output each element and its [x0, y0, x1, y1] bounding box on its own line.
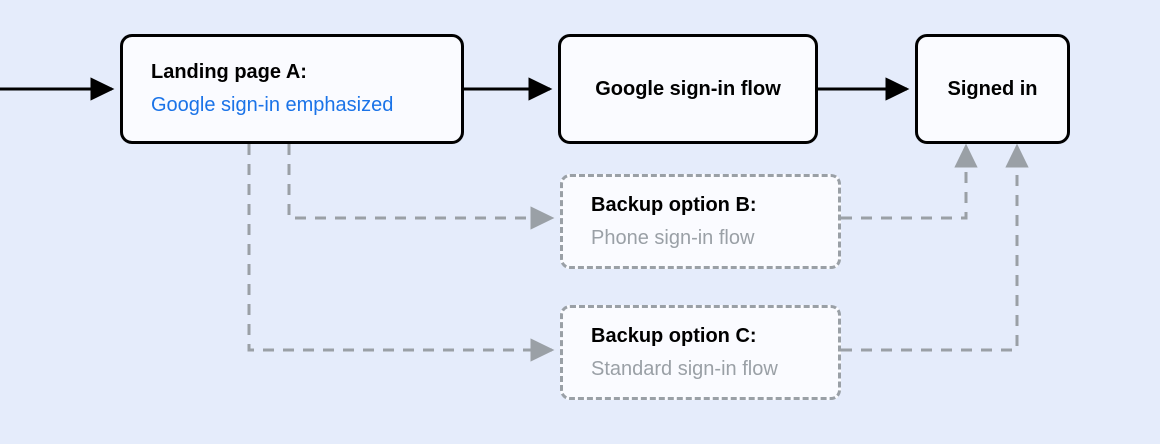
landing-page-a-subtitle: Google sign-in emphasized [151, 94, 394, 116]
backup-option-b-node[interactable]: Backup option B: Phone sign-in flow [560, 174, 841, 269]
backup-option-c-subtitle: Standard sign-in flow [591, 357, 778, 380]
edge-backup-option-b-to-signed-in [841, 143, 978, 220]
backup-option-c-title: Backup option C: [591, 324, 757, 347]
google-sign-in-flow-node[interactable]: Google sign-in flow [558, 34, 818, 144]
google-sign-in-flow-title: Google sign-in flow [595, 77, 781, 100]
edge-landing-page-a-to-backup-option-b [287, 144, 555, 230]
signed-in-title: Signed in [947, 77, 1038, 100]
edge-backup-option-c-to-signed-in [841, 143, 1029, 352]
backup-option-b-title: Backup option B: [591, 193, 757, 216]
landing-page-a-node[interactable]: Landing page A: Google sign-in emphasize… [120, 34, 464, 144]
backup-option-c-node[interactable]: Backup option C: Standard sign-in flow [560, 305, 841, 400]
backup-option-b-subtitle: Phone sign-in flow [591, 226, 755, 249]
edge-landing-page-a-to-backup-option-c [247, 144, 555, 362]
signed-in-node[interactable]: Signed in [915, 34, 1070, 144]
landing-page-a-title: Landing page A: [151, 61, 307, 83]
